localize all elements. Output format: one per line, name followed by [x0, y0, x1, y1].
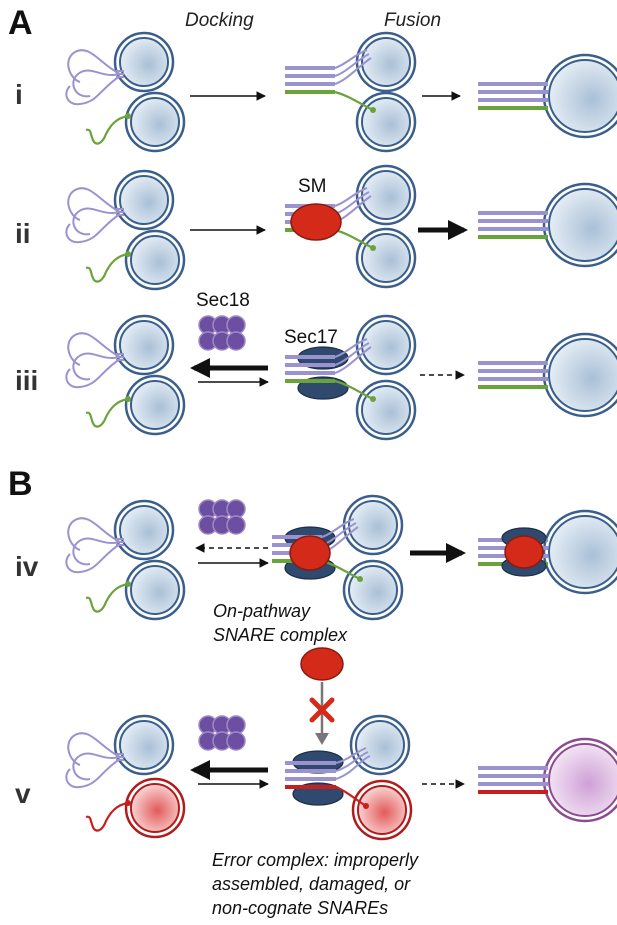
row-iii-fused	[476, 332, 617, 418]
sec18-complex-iv	[198, 499, 246, 535]
row-iv-docked	[270, 494, 404, 621]
row-i-docked	[283, 31, 417, 153]
sm-label: SM	[298, 176, 327, 197]
row-label-iv: iv	[15, 551, 39, 582]
row-label-iii: iii	[15, 365, 38, 396]
row-iv-docking	[65, 499, 186, 621]
row-ii-fused	[476, 182, 617, 268]
row-label-v: v	[15, 778, 31, 809]
row-label-i: i	[15, 79, 23, 110]
sec17-label: Sec17	[284, 327, 338, 348]
column-docking-heading: Docking	[185, 10, 254, 31]
error-caption-line3: non-cognate SNAREs	[212, 898, 388, 918]
row-v-docked	[285, 714, 413, 841]
error-caption-line2: assembled, damaged, or	[212, 874, 411, 894]
row-v-docking	[65, 714, 186, 839]
sec18-complex-iii	[198, 315, 246, 351]
on-pathway-caption-line2: SNARE complex	[213, 625, 348, 645]
row-iii-docking	[65, 314, 186, 436]
row-ii-docking	[65, 169, 186, 291]
panel-label-a: A	[8, 4, 33, 42]
row-i-docking	[65, 31, 186, 153]
panel-label-b: B	[8, 465, 33, 503]
error-caption-line1: Error complex: improperly	[212, 850, 419, 870]
column-fusion-heading: Fusion	[384, 10, 441, 31]
row-iii-docked	[283, 314, 417, 441]
row-ii-docked	[283, 164, 417, 289]
sm-protein	[290, 203, 342, 241]
row-i-fused	[476, 53, 617, 139]
row-label-ii: ii	[15, 218, 31, 249]
sm-protein-free	[300, 647, 344, 681]
row-v-fused	[478, 737, 617, 823]
sec18-complex-v	[198, 715, 246, 751]
row-iv-fused	[476, 509, 617, 595]
block-x-icon	[309, 697, 335, 723]
on-pathway-caption-line1: On-pathway	[213, 601, 311, 621]
sec18-label: Sec18	[196, 290, 250, 311]
sm-blocked	[300, 647, 344, 745]
